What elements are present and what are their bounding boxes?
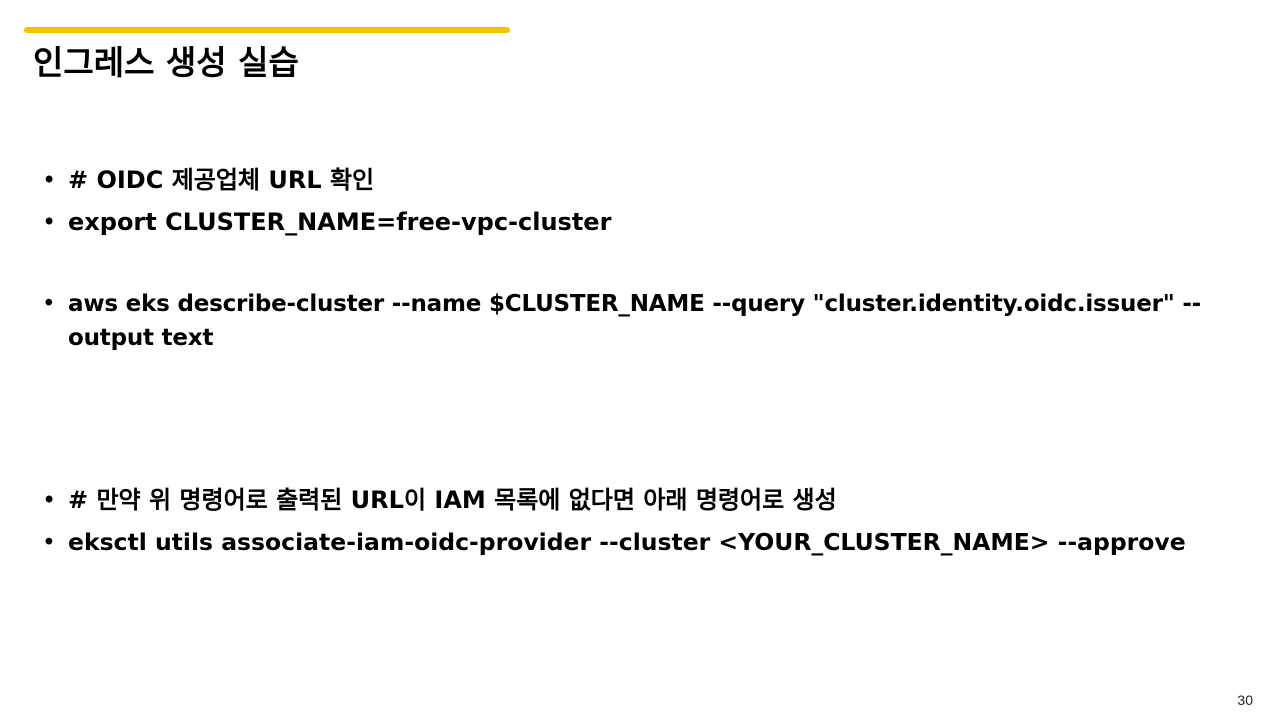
bullet-text: # OIDC 제공업체 URL 확인 <box>68 166 375 194</box>
bullet-item-create-comment: • # 만약 위 명령어로 출력된 URL이 IAM 목록에 없다면 아래 명령… <box>40 483 1260 517</box>
bullet-item-eksctl-command: • eksctl utils associate-iam-oidc-provid… <box>40 525 1260 559</box>
bullet-item-describe-cluster: • aws eks describe-cluster --name $CLUST… <box>40 287 1260 355</box>
bullet-marker: • <box>42 166 57 194</box>
bullet-item-export-cluster: • export CLUSTER_NAME=free-vpc-cluster <box>40 205 1260 239</box>
title-accent-bar <box>24 27 510 33</box>
bullet-marker: • <box>42 208 57 236</box>
bullet-marker: • <box>42 528 56 556</box>
slide-title: 인그레스 생성 실습 <box>33 43 299 82</box>
bullet-marker: • <box>42 486 57 514</box>
bullet-text: export CLUSTER_NAME=free-vpc-cluster <box>68 208 612 236</box>
bullet-item-oidc-comment: • # OIDC 제공업체 URL 확인 <box>40 163 1260 197</box>
bullet-text: aws eks describe-cluster --name $CLUSTER… <box>68 291 1202 351</box>
bullet-text: eksctl utils associate-iam-oidc-provider… <box>68 528 1186 556</box>
bullet-text: # 만약 위 명령어로 출력된 URL이 IAM 목록에 없다면 아래 명령어로… <box>68 486 837 514</box>
page-number: 30 <box>1237 692 1253 708</box>
bullet-marker: • <box>42 291 56 317</box>
